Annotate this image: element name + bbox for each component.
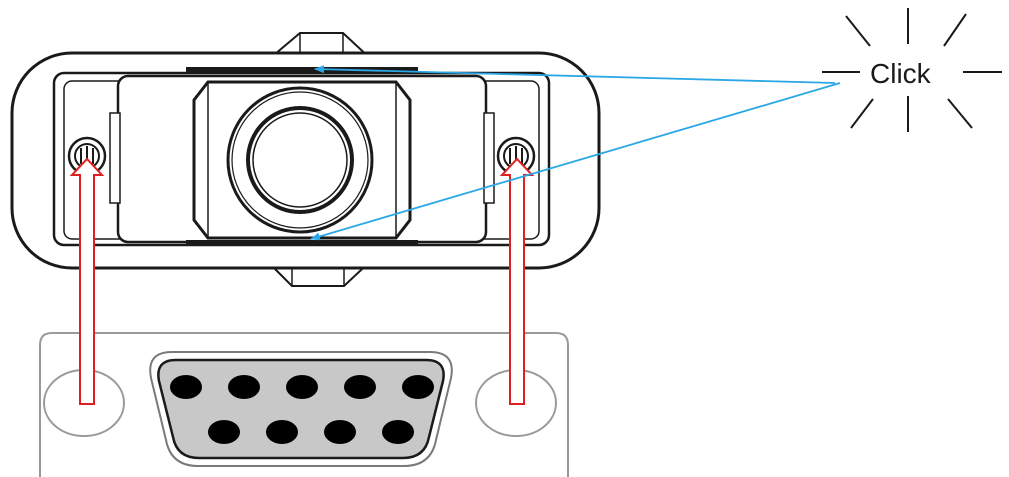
pin-bottom-1 (208, 420, 240, 444)
db9-connector (39, 332, 569, 477)
pin-top-2 (228, 375, 260, 399)
pin-bottom-3 (324, 420, 356, 444)
pin-top-4 (344, 375, 376, 399)
insertion-arrows (69, 157, 535, 405)
pin-top-5 (402, 375, 434, 399)
pin-top-3 (286, 375, 318, 399)
click-burst: Click (822, 8, 1002, 132)
insert-arrow-left (69, 157, 105, 405)
top-latch (186, 67, 418, 72)
connector-pins (170, 375, 434, 444)
click-arrow-bottom (310, 82, 841, 241)
pin-bottom-4 (382, 420, 414, 444)
screw-icon (496, 136, 536, 176)
pin-top-1 (170, 375, 202, 399)
cable-face-inner (246, 106, 354, 214)
insert-arrow-right (499, 157, 535, 405)
click-guide-arrows (310, 65, 841, 241)
bottom-latch (186, 240, 418, 245)
pin-bottom-2 (266, 420, 298, 444)
click-arrow-top (314, 65, 836, 84)
cable-adapter (10, 32, 601, 287)
click-label: Click (870, 58, 932, 89)
